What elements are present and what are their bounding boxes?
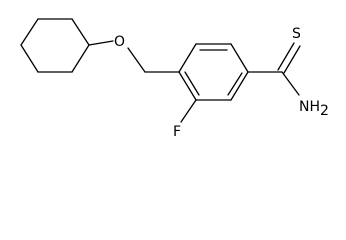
amine-group-label: NH2 [299, 99, 329, 119]
benzene-ring [178, 43, 249, 101]
oxygen-atom-label: O [114, 34, 125, 50]
sulfur-atom-label: S [292, 26, 301, 42]
bond-cyclohexane-3 [71, 44, 90, 73]
bond-cyclohexane-5 [20, 44, 39, 73]
bond-benzene-1 [178, 43, 197, 73]
bond-benzene-double-right [227, 72, 243, 96]
bond-cyclohexane-6 [20, 18, 39, 46]
bond-thiocarbon-to-nitrogen [281, 71, 300, 96]
bond-benzene-6 [178, 71, 197, 101]
cyclohexane-ring [20, 18, 90, 73]
amine-subscript-label: 2 [320, 103, 329, 119]
amine-nh-label: NH [299, 99, 320, 115]
bond-benzene-4 [230, 71, 249, 101]
bond-benzene-to-fluorine [180, 99, 197, 123]
bond-cyclohexane-2 [71, 18, 90, 46]
bond-oxygen-to-methylene [127, 47, 146, 73]
bond-thiocarbon-sulfur-b [283, 45, 301, 74]
bond-thiocarbon-sulfur-a [277, 42, 295, 71]
structural-formula-diagram: O F S NH2 [20, 18, 329, 140]
bond-benzene-double-left [184, 71, 200, 96]
fluorine-atom-label: F [173, 124, 181, 140]
bond-benzene-3 [230, 43, 249, 73]
bond-ring-to-oxygen [88, 40, 114, 46]
